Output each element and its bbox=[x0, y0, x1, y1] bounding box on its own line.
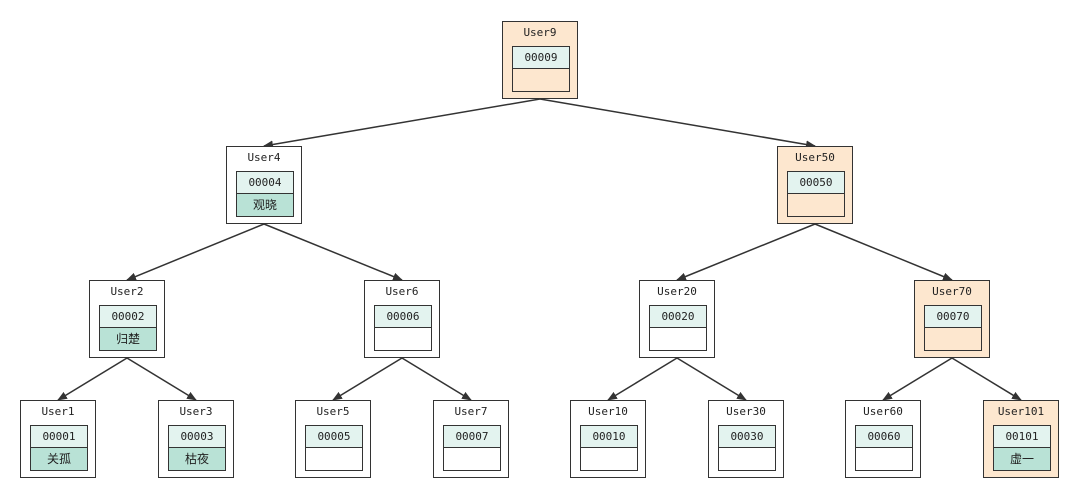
node-user20: User20 00020 bbox=[639, 280, 715, 358]
node-name-cell: 观晓 bbox=[237, 194, 293, 216]
node-title: User9 bbox=[523, 26, 557, 39]
node-record: 00070 bbox=[924, 305, 982, 351]
edge-user2-user3 bbox=[126, 357, 197, 401]
node-name-cell bbox=[444, 448, 500, 470]
node-record: 00002 归楚 bbox=[99, 305, 157, 351]
edge-user2-user1 bbox=[57, 357, 128, 401]
node-title: User10 bbox=[588, 405, 628, 418]
edge-user20-user30 bbox=[676, 357, 747, 401]
node-id-cell: 00003 bbox=[169, 426, 225, 448]
node-name-cell bbox=[719, 448, 775, 470]
node-user101: User101 00101 虚一 bbox=[983, 400, 1059, 478]
node-id-cell: 00006 bbox=[375, 306, 431, 328]
node-name-cell: 关孤 bbox=[31, 448, 87, 470]
node-name-cell bbox=[788, 194, 844, 216]
node-id-cell: 00101 bbox=[994, 426, 1050, 448]
node-id-cell: 00010 bbox=[581, 426, 637, 448]
node-name-cell: 枯夜 bbox=[169, 448, 225, 470]
node-record: 00020 bbox=[649, 305, 707, 351]
node-user4: User4 00004 观晓 bbox=[226, 146, 302, 224]
node-name-cell: 虚一 bbox=[994, 448, 1050, 470]
edge-user9-user4 bbox=[263, 98, 541, 149]
node-record: 00009 bbox=[512, 46, 570, 92]
node-title: User2 bbox=[110, 285, 144, 298]
node-id-cell: 00050 bbox=[788, 172, 844, 194]
node-user60: User60 00060 bbox=[845, 400, 921, 478]
node-id-cell: 00007 bbox=[444, 426, 500, 448]
node-record: 00050 bbox=[787, 171, 845, 217]
node-name-cell bbox=[306, 448, 362, 470]
node-user3: User3 00003 枯夜 bbox=[158, 400, 234, 478]
node-record: 00010 bbox=[580, 425, 638, 471]
node-record: 00001 关孤 bbox=[30, 425, 88, 471]
node-title: User7 bbox=[454, 405, 488, 418]
node-id-cell: 00070 bbox=[925, 306, 981, 328]
edge-user70-user60 bbox=[882, 357, 953, 401]
edge-user6-user5 bbox=[332, 357, 403, 401]
node-title: User6 bbox=[385, 285, 419, 298]
node-record: 00060 bbox=[855, 425, 913, 471]
edge-user6-user7 bbox=[401, 357, 472, 401]
edge-user4-user6 bbox=[263, 223, 403, 281]
node-record: 00003 枯夜 bbox=[168, 425, 226, 471]
edge-user4-user2 bbox=[126, 223, 265, 281]
node-id-cell: 00030 bbox=[719, 426, 775, 448]
node-user30: User30 00030 bbox=[708, 400, 784, 478]
node-user2: User2 00002 归楚 bbox=[89, 280, 165, 358]
node-title: User50 bbox=[795, 151, 835, 164]
node-title: User101 bbox=[997, 405, 1045, 418]
node-name-cell bbox=[375, 328, 431, 350]
node-user50: User50 00050 bbox=[777, 146, 853, 224]
node-id-cell: 00004 bbox=[237, 172, 293, 194]
node-user5: User5 00005 bbox=[295, 400, 371, 478]
node-record: 00030 bbox=[718, 425, 776, 471]
node-name-cell bbox=[856, 448, 912, 470]
node-title: User4 bbox=[247, 151, 281, 164]
node-id-cell: 00060 bbox=[856, 426, 912, 448]
node-user9: User9 00009 bbox=[502, 21, 578, 99]
node-name-cell bbox=[650, 328, 706, 350]
node-id-cell: 00009 bbox=[513, 47, 569, 69]
node-title: User5 bbox=[316, 405, 350, 418]
node-name-cell bbox=[925, 328, 981, 350]
node-record: 00007 bbox=[443, 425, 501, 471]
edge-user70-user101 bbox=[951, 357, 1022, 401]
node-title: User3 bbox=[179, 405, 213, 418]
node-title: User30 bbox=[726, 405, 766, 418]
node-record: 00005 bbox=[305, 425, 363, 471]
edge-user20-user10 bbox=[607, 357, 678, 401]
node-name-cell: 归楚 bbox=[100, 328, 156, 350]
node-name-cell bbox=[581, 448, 637, 470]
node-title: User60 bbox=[863, 405, 903, 418]
edge-user50-user70 bbox=[814, 223, 953, 281]
node-id-cell: 00020 bbox=[650, 306, 706, 328]
node-record: 00006 bbox=[374, 305, 432, 351]
node-id-cell: 00005 bbox=[306, 426, 362, 448]
node-record: 00004 观晓 bbox=[236, 171, 294, 217]
edge-user9-user50 bbox=[539, 98, 816, 149]
node-record: 00101 虚一 bbox=[993, 425, 1051, 471]
node-title: User70 bbox=[932, 285, 972, 298]
node-id-cell: 00001 bbox=[31, 426, 87, 448]
node-user1: User1 00001 关孤 bbox=[20, 400, 96, 478]
node-user7: User7 00007 bbox=[433, 400, 509, 478]
edge-user50-user20 bbox=[676, 223, 816, 281]
node-title: User1 bbox=[41, 405, 75, 418]
node-title: User20 bbox=[657, 285, 697, 298]
node-user70: User70 00070 bbox=[914, 280, 990, 358]
node-user6: User6 00006 bbox=[364, 280, 440, 358]
node-user10: User10 00010 bbox=[570, 400, 646, 478]
node-name-cell bbox=[513, 69, 569, 91]
node-id-cell: 00002 bbox=[100, 306, 156, 328]
